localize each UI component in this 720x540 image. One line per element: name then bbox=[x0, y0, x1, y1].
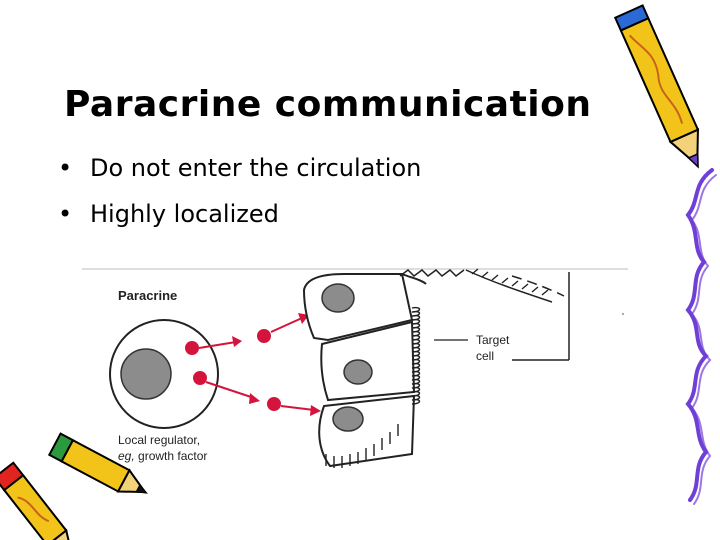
paracrine-figure: Paracrine bbox=[82, 268, 628, 468]
bullet-item: •Do not enter the circulation bbox=[58, 154, 422, 182]
slide-title: Paracrine communication bbox=[64, 84, 592, 125]
bullet-item: •Highly localized bbox=[58, 200, 279, 228]
nucleus bbox=[332, 406, 364, 432]
molecules-lower bbox=[193, 371, 321, 416]
nucleus bbox=[343, 359, 373, 385]
epithelial-cells bbox=[302, 269, 465, 468]
bullet-text: Highly localized bbox=[90, 200, 279, 228]
arrowhead bbox=[249, 393, 260, 404]
regulator-eg: eg, bbox=[118, 449, 135, 463]
molecule bbox=[267, 397, 281, 411]
nucleus bbox=[321, 283, 355, 313]
regulator-rest: growth factor bbox=[135, 449, 208, 463]
molecule bbox=[185, 341, 199, 355]
bullet-list: •Do not enter the circulation •Highly lo… bbox=[58, 150, 421, 242]
regulator-label-line2: eg, growth factor bbox=[118, 449, 207, 463]
target-label-line1: Target bbox=[476, 333, 510, 347]
nucleus bbox=[120, 348, 172, 400]
arrow bbox=[280, 405, 315, 411]
figure-heading: Paracrine bbox=[118, 288, 177, 303]
arrow bbox=[198, 341, 237, 349]
regulator-label-line1: Local regulator, bbox=[118, 433, 200, 447]
arrow bbox=[205, 381, 255, 399]
molecule bbox=[257, 329, 271, 343]
target-label-line2: cell bbox=[476, 349, 494, 363]
arrow bbox=[270, 317, 303, 333]
bullet-text: Do not enter the circulation bbox=[90, 154, 422, 182]
microvilli bbox=[411, 306, 421, 405]
arrowhead bbox=[310, 405, 321, 416]
molecule bbox=[193, 371, 207, 385]
arrowhead bbox=[232, 336, 242, 347]
adjacent-structure bbox=[465, 268, 624, 361]
